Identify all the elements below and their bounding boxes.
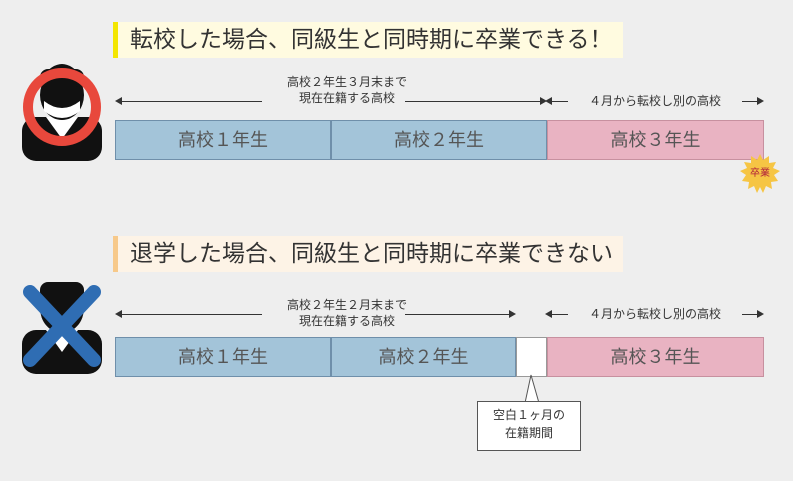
arrow-right-icon	[757, 310, 764, 318]
callout-line: 空白１ヶ月の	[492, 408, 565, 422]
period-note-new-school: ４月から転校し別の高校	[588, 94, 721, 108]
arrow-left-icon	[545, 97, 552, 105]
bar-year-3: 高校３年生	[547, 120, 764, 160]
period-note-line: 高校２年生３月末まで	[286, 75, 407, 89]
starburst-icon	[740, 154, 780, 193]
student-ng-icon	[22, 282, 102, 374]
arrow-right-icon	[509, 310, 516, 318]
bar-year-2: 高校２年生	[331, 120, 547, 160]
heading-withdraw: 退学した場合、同級生と同時期に卒業できない	[118, 236, 623, 272]
arrow-line	[742, 314, 757, 315]
graduation-badge: 卒業	[740, 154, 780, 194]
period-note-current-school: 高校２年生３月末まで 現在在籍する高校	[232, 74, 462, 106]
graduation-badge-label: 卒業	[750, 168, 770, 179]
callout-line: 在籍期間	[504, 426, 553, 440]
heading-transfer: 転校した場合、同級生と同時期に卒業できる！	[118, 22, 623, 58]
period-note-line: 現在在籍する高校	[298, 91, 395, 105]
arrow-right-icon	[540, 97, 547, 105]
arrow-line	[405, 314, 510, 315]
heading-accent-bar	[113, 236, 118, 272]
student-ok-icon	[22, 64, 102, 161]
arrow-left-icon	[545, 310, 552, 318]
period-note-current-school: 高校２年生２月末まで 現在在籍する高校	[232, 297, 462, 329]
arrow-line	[550, 101, 568, 102]
bar-year-2: 高校２年生	[331, 337, 516, 377]
arrow-left-icon	[115, 310, 122, 318]
arrow-left-icon	[115, 97, 122, 105]
bar-year-1: 高校１年生	[115, 120, 331, 160]
period-note-new-school: ４月から転校し別の高校	[588, 307, 721, 321]
arrow-line	[550, 314, 568, 315]
arrow-line	[120, 101, 262, 102]
period-note-line: 現在在籍する高校	[298, 314, 395, 328]
bar-year-1: 高校１年生	[115, 337, 331, 377]
period-note-line: 高校２年生２月末まで	[286, 298, 407, 312]
bar-gap	[516, 337, 547, 377]
arrow-line	[405, 101, 542, 102]
arrow-line	[120, 314, 262, 315]
arrow-right-icon	[757, 97, 764, 105]
arrow-line	[742, 101, 757, 102]
heading-accent-bar	[113, 22, 118, 58]
bar-year-3: 高校３年生	[547, 337, 764, 377]
callout-pointer	[524, 374, 540, 404]
callout-gap-period: 空白１ヶ月の 在籍期間	[477, 401, 581, 451]
